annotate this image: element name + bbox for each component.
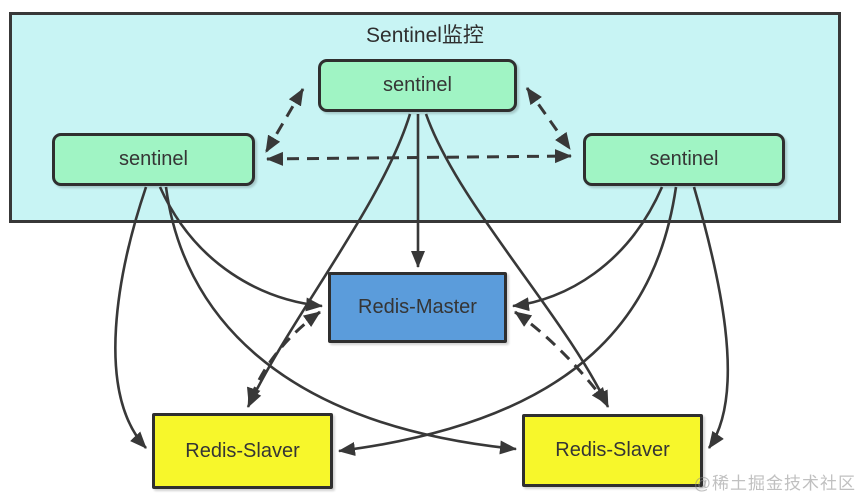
group-title: Sentinel监控 <box>366 24 484 47</box>
edge-sentinel-left-to-master <box>158 186 323 312</box>
node-sentinel-top: sentinel <box>318 59 517 112</box>
edge-sentinel-right-to-master <box>512 186 664 312</box>
node-redis-slaver-right-label: Redis-Slaver <box>555 439 670 461</box>
node-sentinel-left: sentinel <box>52 133 255 186</box>
node-redis-master-label: Redis-Master <box>358 296 477 318</box>
node-redis-slaver-left-label: Redis-Slaver <box>185 439 300 462</box>
node-redis-slaver-right: Redis-Slaver <box>522 414 703 487</box>
watermark: @稀土掘金技术社区 <box>693 474 856 493</box>
edge-sentinel-top-to-slaver-left <box>246 113 412 408</box>
edge-sentinel-top-right-dashed <box>525 87 572 150</box>
edge-sentinel-left-to-slaver-right <box>164 186 517 455</box>
edge-sentinel-left-right-dashed <box>266 149 572 166</box>
edge-sentinel-right-to-slaver-left <box>338 186 678 456</box>
node-sentinel-top-label: sentinel <box>383 74 452 96</box>
edge-sentinel-right-to-slaver-right <box>692 186 730 449</box>
node-redis-master: Redis-Master <box>328 272 507 343</box>
node-redis-slaver-left: Redis-Slaver <box>152 413 333 489</box>
node-sentinel-right-label: sentinel <box>649 148 719 170</box>
edge-master-slaver-right-dashed <box>514 310 609 405</box>
edge-sentinel-top-left-dashed <box>264 88 305 153</box>
node-sentinel-right: sentinel <box>583 133 785 186</box>
node-sentinel-left-label: sentinel <box>119 148 188 170</box>
edge-sentinel-top-to-slaver-right <box>424 113 610 408</box>
edge-sentinel-left-to-slaver-left <box>114 186 148 449</box>
sentinel-monitor-group: Sentinel监控 <box>9 12 841 223</box>
